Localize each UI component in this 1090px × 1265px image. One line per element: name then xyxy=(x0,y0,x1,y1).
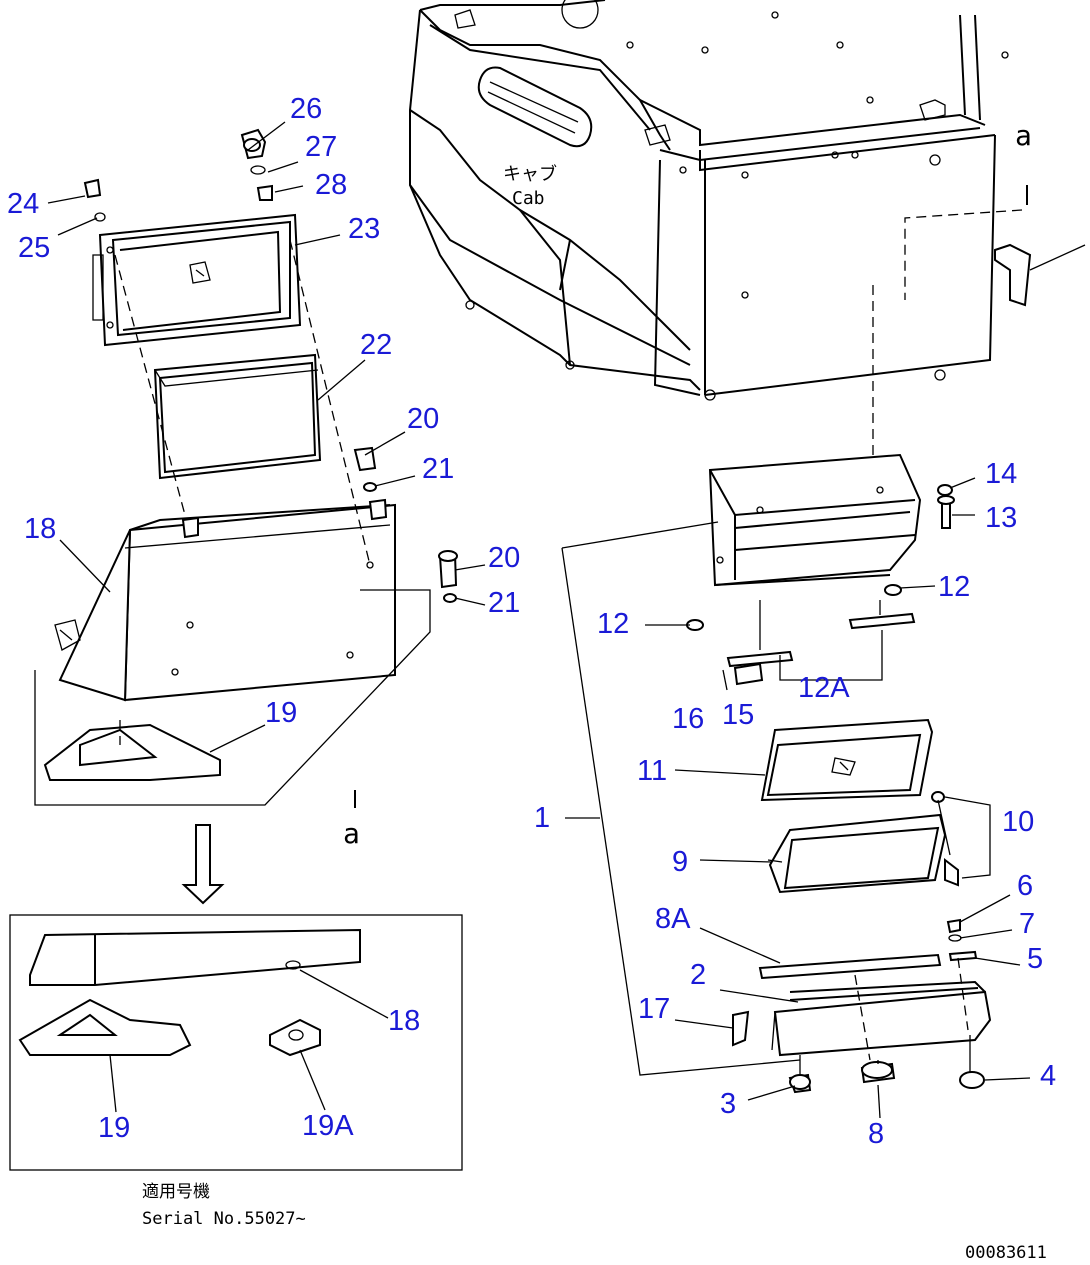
projection-line-cab xyxy=(904,209,1023,300)
callout-21-upper: 21 xyxy=(422,453,454,485)
callout-8: 8 xyxy=(868,1118,884,1150)
callout-12-left: 12 xyxy=(597,608,629,640)
callout-26: 26 xyxy=(290,93,322,125)
callout-19-inset: 19 xyxy=(98,1112,130,1144)
callout-10: 10 xyxy=(1002,806,1034,838)
callout-20-upper: 20 xyxy=(407,403,439,435)
callout-19A: 19A xyxy=(302,1110,354,1142)
callouts: 26 27 28 24 25 23 22 20 21 18 20 21 19 1… xyxy=(7,93,1056,1150)
cab-label-jp: キャブ xyxy=(503,163,557,185)
callout-7: 7 xyxy=(1019,908,1035,940)
callout-16: 16 xyxy=(672,703,704,735)
callout-20-lower: 20 xyxy=(488,542,520,574)
callout-25: 25 xyxy=(18,232,50,264)
cab-body xyxy=(409,0,1086,401)
callout-21-lower: 21 xyxy=(488,587,520,619)
callout-12A: 12A xyxy=(798,672,850,704)
callout-18-inset: 18 xyxy=(388,1005,420,1037)
drawing-id: 00083611 xyxy=(965,1243,1047,1263)
callout-14: 14 xyxy=(985,458,1017,490)
left-assembly xyxy=(34,128,458,806)
view-marker-top: a xyxy=(1015,119,1032,152)
callout-11: 11 xyxy=(637,755,667,787)
view-marker-left: a xyxy=(343,817,360,850)
callout-13: 13 xyxy=(985,502,1017,534)
serial-caption: Serial No.55027~ xyxy=(142,1209,306,1229)
right-box-assembly xyxy=(561,453,992,1094)
callout-6: 6 xyxy=(1017,870,1033,902)
callout-2: 2 xyxy=(690,959,706,991)
callout-5: 5 xyxy=(1027,943,1043,975)
callout-18-main: 18 xyxy=(24,513,56,545)
callout-23: 23 xyxy=(348,213,380,245)
callout-12-right: 12 xyxy=(938,571,970,603)
callout-17: 17 xyxy=(638,993,670,1025)
leader-lines xyxy=(47,121,1031,1119)
callout-1: 1 xyxy=(534,802,550,834)
callout-4: 4 xyxy=(1040,1060,1056,1092)
down-arrow xyxy=(181,824,225,905)
callout-15: 15 xyxy=(722,699,754,731)
callout-24: 24 xyxy=(7,188,39,220)
callout-8A: 8A xyxy=(655,903,691,935)
cab-label: Cab xyxy=(512,188,545,209)
callout-22: 22 xyxy=(360,329,392,361)
callout-9: 9 xyxy=(672,846,688,878)
inset-detail xyxy=(9,914,463,1171)
callout-19-main: 19 xyxy=(265,697,297,729)
serial-caption-jp: 適用号機 xyxy=(142,1182,210,1202)
callout-28: 28 xyxy=(315,169,347,201)
callout-27: 27 xyxy=(305,131,337,163)
callout-3: 3 xyxy=(720,1088,736,1120)
